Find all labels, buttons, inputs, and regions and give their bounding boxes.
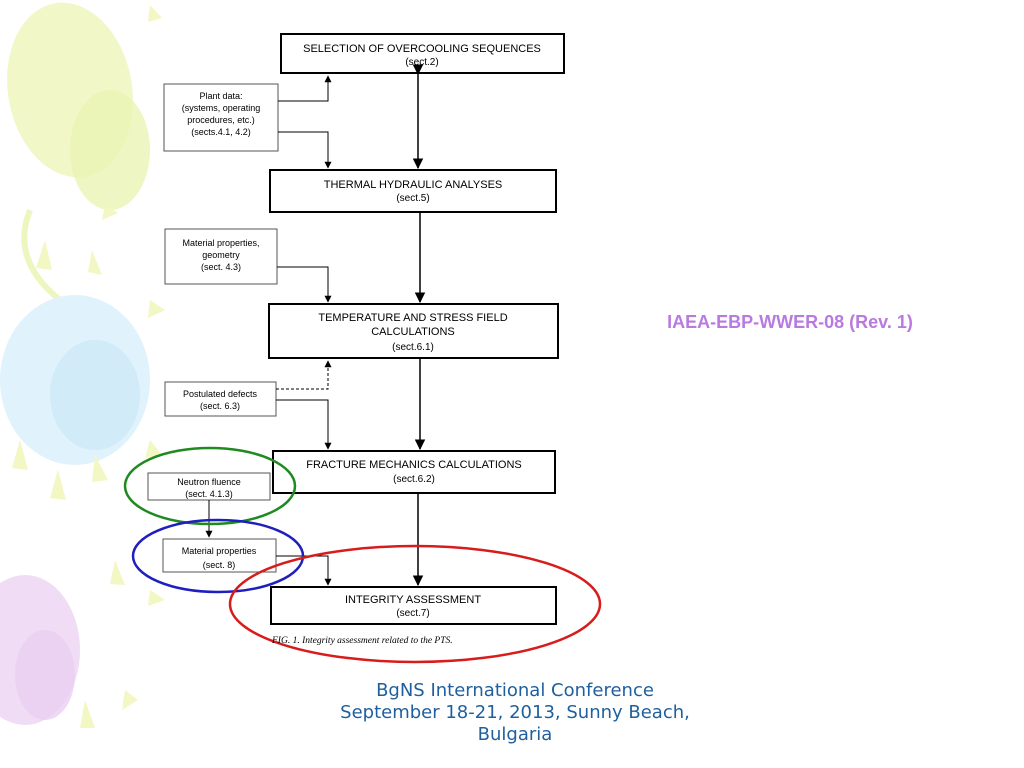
arrow-plant-to-thermal — [278, 131, 332, 169]
box-fracture-mechanics-calculations: FRACTURE MECHANICS CALCULATIONS (sect.6.… — [272, 450, 556, 494]
input-plant-data-line4: (sects.4.1, 4.2) — [191, 127, 251, 137]
input-neutron-fluence: Neutron fluence (sect. 4.1.3) — [147, 472, 271, 501]
input-material-geometry-line1: Material properties, — [182, 238, 259, 248]
arrow-plant-to-selection — [278, 75, 332, 102]
input-neutron-fluence-line2: (sect. 4.1.3) — [185, 489, 233, 499]
box-thermal-title: THERMAL HYDRAULIC ANALYSES — [324, 179, 503, 191]
arrow-material-geometry-to-temperature — [277, 266, 332, 303]
input-material-properties-line2: (sect. 8) — [203, 560, 236, 570]
input-connector-arrows — [205, 75, 332, 586]
input-material-properties: Material properties (sect. 8) — [162, 538, 277, 573]
balloon-purple-decoration — [0, 575, 80, 725]
input-material-properties-geometry: Material properties, geometry (sect. 4.3… — [164, 228, 278, 285]
input-plant-data: Plant data: (systems, operating procedur… — [163, 83, 279, 152]
input-material-geometry-line3: (sect. 4.3) — [201, 262, 241, 272]
footer-line2: September 18-21, 2013, Sunny Beach, — [340, 702, 690, 723]
arrow-material-to-integrity — [276, 555, 332, 586]
box-selection-ref: (sect.2) — [405, 57, 438, 68]
box-fracture-ref: (sect.6.2) — [393, 474, 435, 485]
input-material-properties-line1: Material properties — [182, 546, 257, 556]
input-plant-data-line2: (systems, operating — [182, 103, 261, 113]
box-temperature-line2: CALCULATIONS — [371, 326, 455, 338]
highlight-ellipse-red — [228, 544, 602, 664]
figure-caption: FIG. 1. Integrity assessment related to … — [271, 636, 453, 646]
input-postulated-defects-line2: (sect. 6.3) — [200, 401, 240, 411]
input-plant-data-line1: Plant data: — [199, 91, 242, 101]
balloon-blue-decoration — [0, 295, 150, 465]
box-temperature-ref: (sect.6.1) — [392, 342, 434, 353]
input-material-geometry-line2: geometry — [202, 250, 240, 260]
document-id-title: IAEA-EBP-WWER-08 (Rev. 1) — [667, 312, 913, 332]
input-postulated-defects-line1: Postulated defects — [183, 389, 258, 399]
input-postulated-defects: Postulated defects (sect. 6.3) — [164, 381, 277, 417]
box-temperature-and-stress-field: TEMPERATURE AND STRESS FIELD CALCULATION… — [268, 303, 559, 359]
input-neutron-fluence-line1: Neutron fluence — [177, 477, 241, 487]
highlight-ellipse-green — [123, 446, 297, 526]
input-plant-data-line3: procedures, etc.) — [187, 115, 255, 125]
box-integrity-ref: (sect.7) — [396, 608, 429, 619]
box-integrity-title: INTEGRITY ASSESSMENT — [345, 594, 481, 606]
box-thermal-ref: (sect.5) — [396, 193, 429, 204]
conference-footer: BgNS International Conference September … — [290, 680, 740, 746]
box-thermal-hydraulic-analyses: THERMAL HYDRAULIC ANALYSES (sect.5) — [269, 169, 557, 213]
box-selection-title: SELECTION OF OVERCOOLING SEQUENCES — [303, 43, 541, 55]
arrow-defects-to-temperature — [276, 360, 332, 390]
arrow-defects-to-fracture — [276, 399, 332, 450]
box-temperature-line1: TEMPERATURE AND STRESS FIELD — [318, 312, 507, 324]
main-flow-arrows — [412, 64, 426, 587]
box-selection-of-overcooling-sequences: SELECTION OF OVERCOOLING SEQUENCES (sect… — [280, 33, 565, 74]
box-fracture-title: FRACTURE MECHANICS CALCULATIONS — [306, 459, 522, 471]
box-integrity-assessment: INTEGRITY ASSESSMENT (sect.7) — [270, 586, 557, 625]
footer-line3: Bulgaria — [477, 724, 553, 745]
balloon-yellow-decoration — [7, 2, 150, 391]
footer-line1: BgNS International Conference — [376, 680, 654, 701]
highlight-ellipse-blue — [131, 518, 305, 594]
